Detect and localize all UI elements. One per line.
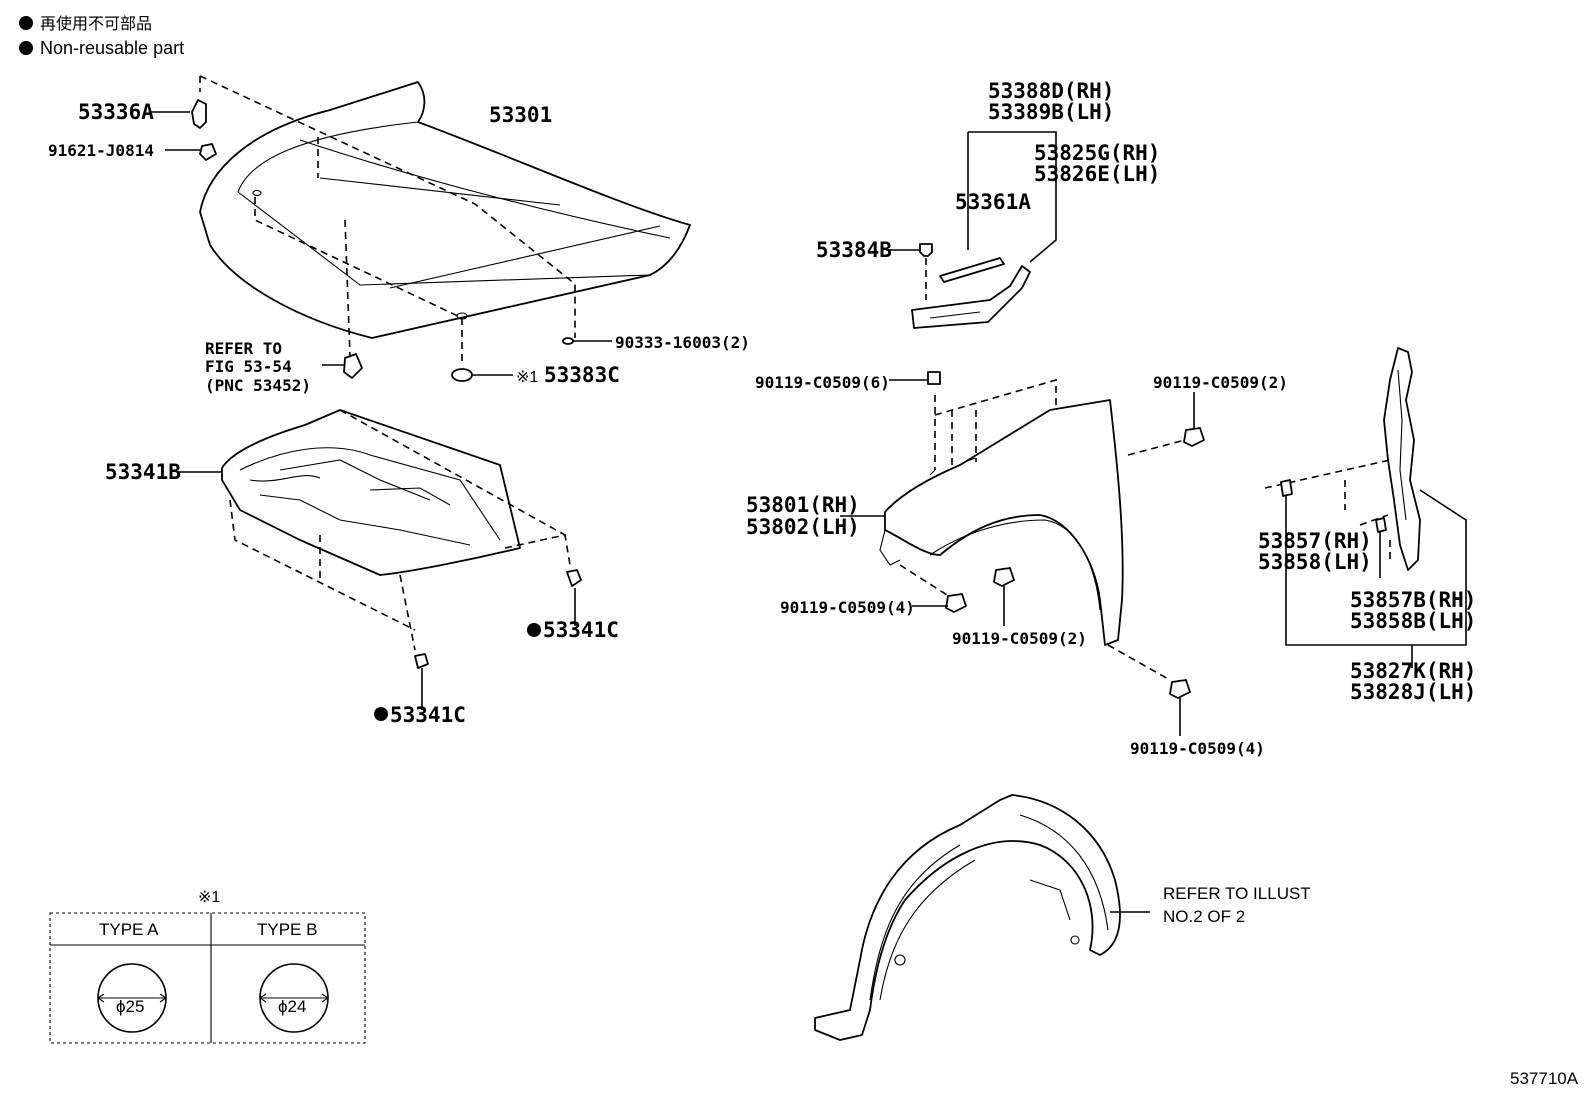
bracket-clip-drawing bbox=[1280, 479, 1387, 533]
label-bracket-sub-lh: 53858B(LH) bbox=[1350, 609, 1476, 633]
label-fender-bolt-left: 90119-C0509(4) bbox=[780, 598, 915, 617]
hood-plug-drawing bbox=[562, 337, 574, 345]
plug-type-table bbox=[49, 912, 366, 1044]
label-refer-3: (PNC 53452) bbox=[205, 376, 311, 395]
label-fender-bolt-top: 90119-C0509(6) bbox=[755, 373, 890, 392]
label-seal-strip: 53361A bbox=[955, 190, 1031, 214]
label-hood-plug: 90333-16003(2) bbox=[615, 333, 750, 352]
legend: 再使用不可部品 Non-reusable part bbox=[19, 15, 184, 58]
hood-insulator-drawing bbox=[221, 409, 521, 576]
label-plug-mark: ※1 bbox=[516, 369, 538, 386]
non-reusable-dot-icon bbox=[19, 41, 33, 55]
bumper-drawing bbox=[343, 353, 363, 379]
label-hood: 53301 bbox=[489, 103, 552, 127]
table-col-b: TYPE B bbox=[257, 920, 317, 939]
label-insulator: 53341B bbox=[105, 460, 181, 484]
label-seal-lh: 53389B(LH) bbox=[988, 100, 1114, 124]
table-col-a: TYPE A bbox=[99, 920, 159, 939]
label-fender-bolt-bottom: 90119-C0509(4) bbox=[1130, 739, 1265, 758]
non-reusable-dot-icon bbox=[527, 623, 541, 637]
front-fender-drawing bbox=[879, 399, 1124, 646]
label-liner-ref-1: REFER TO ILLUST bbox=[1163, 884, 1311, 903]
label-fender-bolt-middle: 90119-C0509(2) bbox=[952, 629, 1087, 648]
hinge-clip-drawing bbox=[191, 99, 217, 161]
label-fender-bolt-right: 90119-C0509(2) bbox=[1153, 373, 1288, 392]
label-bracket-lh: 53828J(LH) bbox=[1350, 680, 1476, 704]
label-fender-rh: 53801(RH) bbox=[746, 493, 860, 517]
label-refer-2: FIG 53-54 bbox=[205, 357, 292, 376]
non-reusable-dot-icon bbox=[374, 707, 388, 721]
hood-drawing bbox=[199, 81, 691, 339]
label-bracket-rh: 53827K(RH) bbox=[1350, 659, 1476, 683]
label-insulator-clip-right: 53341C bbox=[543, 618, 619, 642]
label-fender-lh: 53802(LH) bbox=[746, 515, 860, 539]
label-seal-sub-lh: 53826E(LH) bbox=[1034, 162, 1160, 186]
figure-code: 537710A bbox=[1510, 1069, 1579, 1088]
label-refer-1: REFER TO bbox=[205, 339, 282, 358]
label-bracket-clip-lh: 53858(LH) bbox=[1258, 550, 1372, 574]
legend-japanese: 再使用不可部品 bbox=[40, 15, 152, 33]
label-seal-sub-rh: 53825G(RH) bbox=[1034, 141, 1160, 165]
seal-clip-drawing bbox=[919, 243, 933, 257]
label-insulator-clip-bottom: 53341C bbox=[390, 703, 466, 727]
label-bracket-sub-rh: 53857B(RH) bbox=[1350, 588, 1476, 612]
label-liner-ref-2: NO.2 OF 2 bbox=[1163, 907, 1245, 926]
table-mark: ※1 bbox=[198, 889, 220, 906]
fender-seal-drawing bbox=[911, 257, 1031, 329]
table-dia-a: ϕ25 bbox=[116, 997, 144, 1016]
fender-bracket-drawing bbox=[1383, 347, 1421, 571]
legend-english: Non-reusable part bbox=[40, 38, 184, 58]
label-hood-bolt: 91621-J0814 bbox=[48, 141, 154, 160]
label-seal-clip: 53384B bbox=[816, 238, 892, 262]
non-reusable-dot-icon bbox=[19, 16, 33, 30]
label-hole-plug: 53383C bbox=[544, 363, 620, 387]
table-dia-b: ϕ24 bbox=[278, 997, 306, 1016]
hole-plug-drawing bbox=[451, 368, 473, 382]
fender-liner-drawing bbox=[814, 794, 1121, 1041]
label-seal-rh: 53388D(RH) bbox=[988, 79, 1114, 103]
label-bracket-clip-rh: 53857(RH) bbox=[1258, 529, 1372, 553]
label-hinge-clip: 53336A bbox=[78, 100, 154, 124]
insulator-clip-drawing bbox=[414, 569, 582, 669]
